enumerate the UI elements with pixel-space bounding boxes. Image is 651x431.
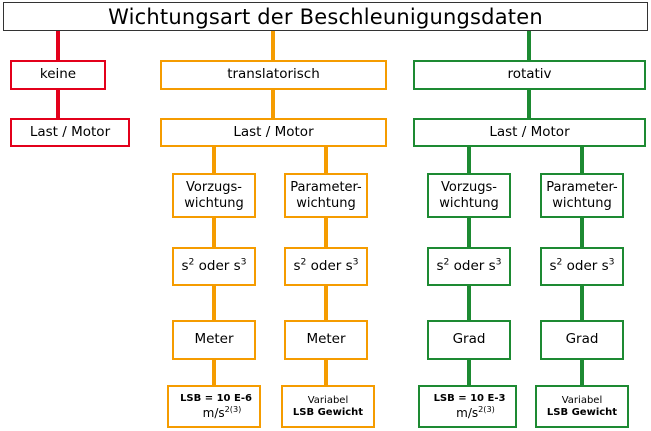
branch-header-translatorisch[interactable]: translatorisch [160,60,387,90]
connector-translatorisch-vorzug-to-result [212,360,216,385]
connector-rotativ-vorzug-to-exponent [467,218,471,247]
connector-title-to-translatorisch [271,31,275,61]
node-translatorisch-vorzug-unit[interactable]: Meter [172,320,256,360]
connector-title-to-keine [56,31,60,61]
node-translatorisch-vorzug-exponent[interactable]: s2 oder s3 [172,247,256,286]
branch-header-rotativ[interactable]: rotativ [413,60,646,90]
node-keine-last-motor[interactable]: Last / Motor [10,118,130,147]
connector-rotativ-load-to-parameter [580,147,584,173]
page-title: Wichtungsart der Beschleunigungsdaten [108,4,543,29]
connector-rotativ-to-load [527,90,531,118]
connector-keine-to-load [56,90,60,118]
node-rotativ-parameterwichtung[interactable]: Parameter- wichtung [540,173,624,218]
node-translatorisch-parameter-unit[interactable]: Meter [284,320,368,360]
node-rotativ-parameter-exponent[interactable]: s2 oder s3 [540,247,624,286]
node-rotativ-vorzug-result[interactable]: LSB = 10 E-3 m/s2(3) [418,385,517,428]
branch-header-keine[interactable]: keine [10,60,106,90]
connector-rotativ-load-to-vorzug [467,147,471,173]
connector-translatorisch-vorzug-to-unit [212,286,216,320]
connector-translatorisch-vorzug-to-exponent [212,218,216,247]
connector-translatorisch-load-to-parameter [324,147,328,173]
node-translatorisch-vorzugswichtung[interactable]: Vorzugs- wichtung [172,173,256,218]
diagram-title: Wichtungsart der Beschleunigungsdaten [3,2,648,31]
node-translatorisch-vorzug-result[interactable]: LSB = 10 E-6 m/s2(3) [167,385,261,428]
node-translatorisch-parameter-result[interactable]: Variabel LSB Gewicht [281,385,375,428]
node-rotativ-vorzug-exponent[interactable]: s2 oder s3 [427,247,511,286]
connector-rotativ-vorzug-to-result [467,360,471,385]
connector-translatorisch-parameter-to-unit [324,286,328,320]
node-translatorisch-parameterwichtung[interactable]: Parameter- wichtung [284,173,368,218]
node-rotativ-vorzug-unit[interactable]: Grad [427,320,511,360]
connector-translatorisch-load-to-vorzug [212,147,216,173]
connector-translatorisch-to-load [271,90,275,118]
node-rotativ-parameter-result[interactable]: Variabel LSB Gewicht [535,385,629,428]
node-rotativ-last-motor[interactable]: Last / Motor [413,118,646,147]
connector-rotativ-parameter-to-exponent [580,218,584,247]
connector-translatorisch-parameter-to-exponent [324,218,328,247]
node-translatorisch-last-motor[interactable]: Last / Motor [160,118,387,147]
connector-translatorisch-parameter-to-result [324,360,328,385]
node-rotativ-parameter-unit[interactable]: Grad [540,320,624,360]
connector-rotativ-vorzug-to-unit [467,286,471,320]
connector-rotativ-parameter-to-result [580,360,584,385]
connector-title-to-rotativ [527,31,531,61]
node-rotativ-vorzugswichtung[interactable]: Vorzugs- wichtung [427,173,511,218]
connector-rotativ-parameter-to-unit [580,286,584,320]
node-translatorisch-parameter-exponent[interactable]: s2 oder s3 [284,247,368,286]
